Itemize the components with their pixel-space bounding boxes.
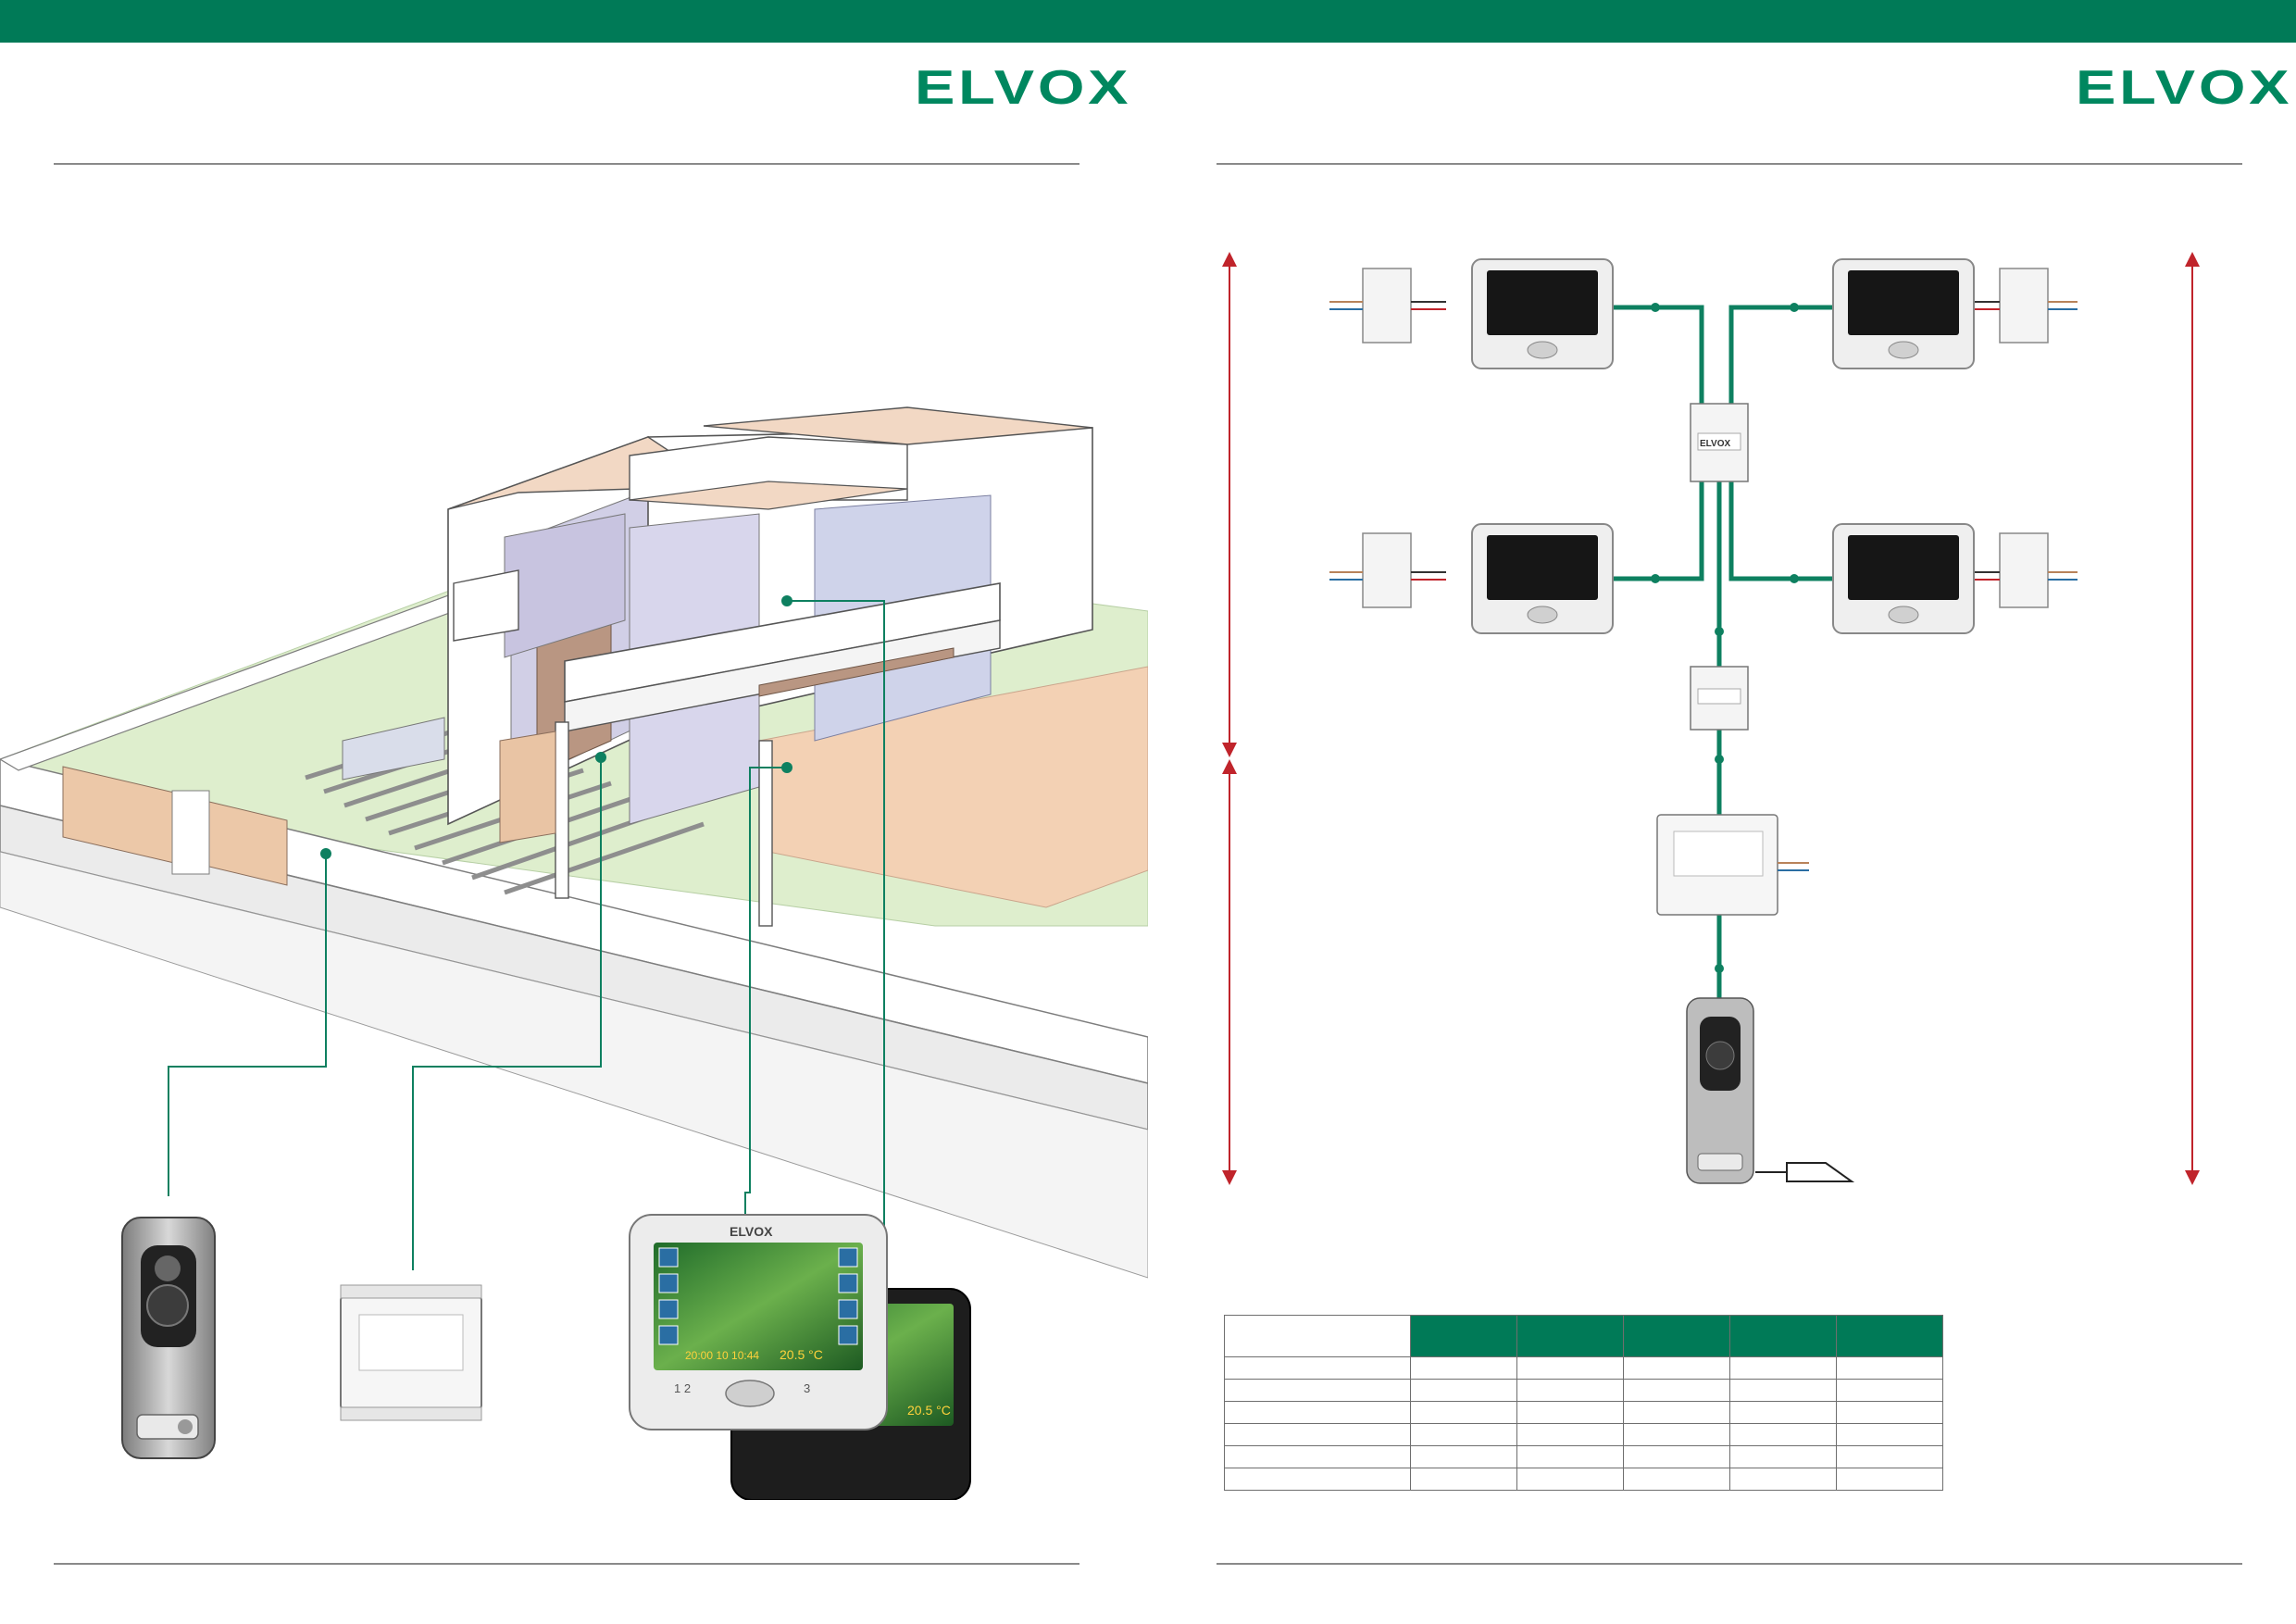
table-row	[1224, 1468, 1943, 1491]
svg-text:1 2: 1 2	[674, 1381, 691, 1395]
svg-text:ELVOX: ELVOX	[1700, 439, 1730, 449]
relay-module-tl	[1329, 268, 1446, 344]
relay-module-br	[1970, 532, 2078, 608]
table-header-cell	[1623, 1315, 1730, 1357]
table-header-cell	[1410, 1315, 1517, 1357]
monitor-top-right	[1832, 258, 1975, 369]
monitor-white-touch: ELVOX 20:00 10 10:44 20.5 °C 1 2 3	[629, 1214, 888, 1430]
table-corner-cell	[1224, 1315, 1411, 1357]
wiring-diagram: ELVOX	[1222, 252, 2200, 1185]
monitor-bottom-right	[1832, 523, 1975, 634]
relay-module-bl	[1329, 532, 1446, 608]
elvox-logo-right: ELVOX	[2076, 61, 2293, 115]
elvox-logo-left: ELVOX	[915, 61, 1132, 115]
table-header-cell	[1729, 1315, 1837, 1357]
top-brand-bar	[0, 0, 2296, 43]
table-row	[1224, 1356, 1943, 1380]
spec-table	[1224, 1315, 1943, 1491]
table-header-cell	[1836, 1315, 1943, 1357]
table-row	[1224, 1423, 1943, 1446]
svg-text:ELVOX: ELVOX	[730, 1224, 773, 1239]
electric-lock	[1755, 1162, 1855, 1182]
monitor-bottom-left	[1471, 523, 1614, 634]
header-rule-right	[1217, 163, 2242, 165]
footer-rule-left	[54, 1563, 1079, 1565]
door-station-left	[121, 1217, 216, 1459]
dimension-arrows	[1222, 252, 2200, 1185]
table-row	[1224, 1379, 1943, 1402]
distributor-module-upper: ELVOX	[1690, 403, 1749, 482]
power-supply-right	[1656, 814, 1809, 916]
svg-text:3: 3	[804, 1381, 810, 1395]
house-illustration: 20.5 °C ELVOX 20:00 10 10:44 20.5 °C 1 2…	[0, 406, 1148, 1500]
door-station-right	[1686, 997, 1754, 1184]
table-row	[1224, 1445, 1943, 1468]
svg-text:20.5 °C: 20.5 °C	[907, 1403, 951, 1418]
distributor-module-lower	[1690, 666, 1749, 731]
header-rule-left	[54, 163, 1079, 165]
svg-text:20:00 10 10:44: 20:00 10 10:44	[685, 1349, 759, 1362]
table-row	[1224, 1401, 1943, 1424]
footer-rule-right	[1217, 1563, 2242, 1565]
table-header-cell	[1516, 1315, 1624, 1357]
monitor-top-left	[1471, 258, 1614, 369]
relay-module-tr	[1970, 268, 2078, 344]
power-supply-left	[340, 1284, 482, 1421]
svg-text:20.5 °C: 20.5 °C	[780, 1347, 823, 1362]
